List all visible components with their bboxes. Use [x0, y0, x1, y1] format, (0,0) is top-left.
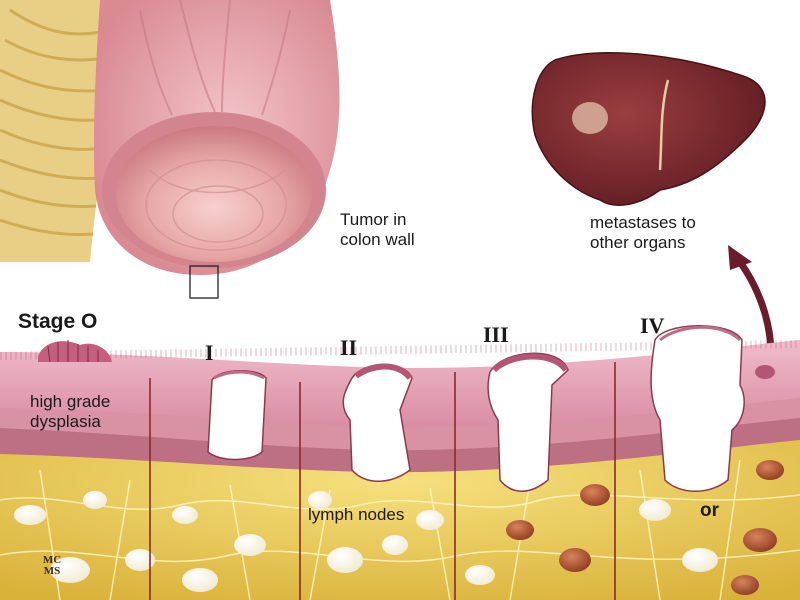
- colon-tube: [93, 0, 340, 299]
- liver: [531, 52, 766, 206]
- tumor-stage-3: [487, 352, 569, 492]
- stage-iii-label: III: [483, 322, 509, 347]
- detail-box: [189, 265, 219, 299]
- stage-iv-label: IV: [640, 313, 665, 338]
- tumor-stage-4: [650, 325, 775, 492]
- mcms-logo: MC MS: [42, 554, 62, 577]
- stage-ii-label: II: [340, 335, 358, 360]
- metastases-caption: metastases to other organs: [590, 213, 696, 252]
- liver-metastasis: [572, 102, 608, 134]
- stage0-caption: high grade dysplasia: [30, 392, 111, 431]
- stage-i-label: I: [205, 340, 214, 365]
- colon-wall-section: [0, 340, 800, 600]
- stage0-dysplasia: [38, 340, 112, 363]
- stage-dividers: [149, 362, 616, 600]
- tumor-stage-2: [342, 363, 413, 482]
- tumor-caption: Tumor in colon wall: [340, 210, 415, 249]
- lymph-nodes-label: lymph nodes: [308, 505, 405, 524]
- lymph-nodes: [14, 460, 784, 595]
- stage0-label: Stage O: [18, 310, 98, 333]
- tumor-stage-1: [207, 370, 267, 461]
- or-label: or: [700, 500, 719, 521]
